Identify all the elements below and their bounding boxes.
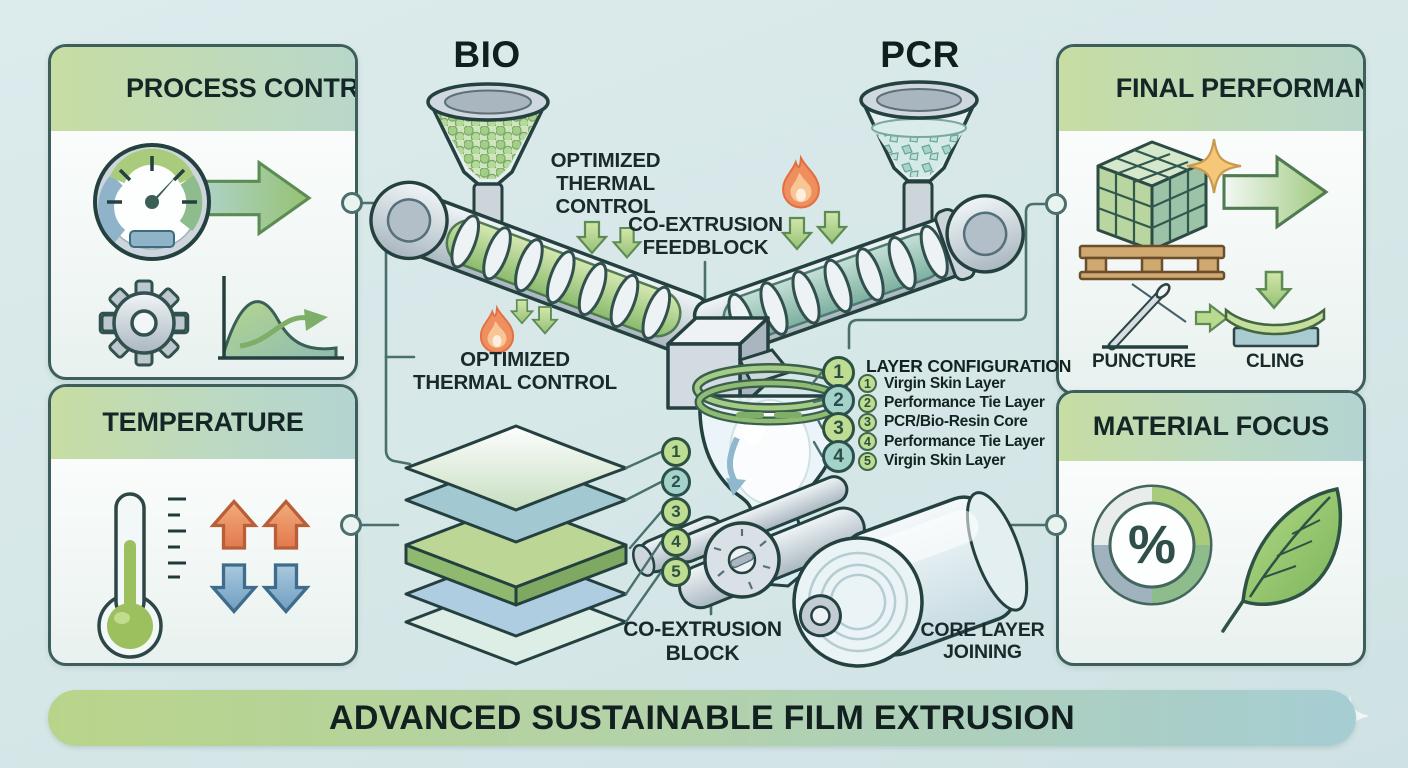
layer-number-badge: 2 bbox=[858, 393, 877, 413]
small-arrow-icon bbox=[1194, 302, 1229, 334]
wooden-pallet bbox=[1078, 244, 1226, 281]
film-roll bbox=[792, 491, 1029, 668]
speed-gauge-icon bbox=[93, 143, 311, 261]
stack-leader-lines bbox=[624, 370, 824, 624]
film-layer-stack bbox=[404, 424, 628, 666]
die-number-badge: 3 bbox=[822, 412, 855, 445]
thermal-control-left-label: OPTIMIZED THERMAL CONTROL bbox=[413, 348, 617, 394]
stack-number-badge: 4 bbox=[661, 527, 691, 557]
dial-marks bbox=[713, 529, 771, 590]
right-screw-flights bbox=[727, 224, 949, 348]
gauge-ticks bbox=[107, 156, 197, 204]
cling-film-icon bbox=[1224, 270, 1326, 348]
banner-sparkle-icon bbox=[1328, 694, 1392, 738]
die-number-badge: 4 bbox=[822, 440, 855, 473]
list-item: 5 Virgin Skin Layer bbox=[858, 451, 1045, 471]
list-item: 2 Performance Tie Layer bbox=[858, 393, 1045, 413]
panel-final-performance-title: FINAL PERFORMANCE bbox=[1059, 47, 1363, 131]
panel-process-control-title: PROCESS CONTROL bbox=[51, 47, 355, 131]
flame-icon-left bbox=[479, 306, 515, 354]
leaf-veins bbox=[1261, 519, 1321, 579]
puncture-label: PUNCTURE bbox=[1092, 351, 1196, 372]
thermometer-ticks bbox=[168, 497, 186, 579]
layer-label: Performance Tie Layer bbox=[884, 432, 1045, 450]
bio-hopper-label: BIO bbox=[453, 34, 521, 75]
layer-label: Performance Tie Layer bbox=[884, 394, 1045, 412]
percent-symbol: % bbox=[1127, 515, 1176, 575]
pcr-hopper-icon bbox=[859, 80, 979, 183]
footer-banner: ADVANCED SUSTAINABLE FILM EXTRUSION bbox=[48, 690, 1356, 746]
cling-label: CLING bbox=[1245, 351, 1305, 372]
flame-icon-right bbox=[782, 157, 820, 209]
thermometer-icon bbox=[97, 492, 186, 659]
layer-configuration-title: LAYER CONFIGURATION bbox=[866, 356, 1072, 376]
layer-label: Virgin Skin Layer bbox=[884, 452, 1006, 470]
gear-icon bbox=[98, 279, 190, 367]
bio-hopper-icon bbox=[426, 82, 550, 186]
pallet-load-icon bbox=[1078, 137, 1328, 281]
layer-number-badge: 5 bbox=[858, 451, 877, 471]
performance-arrow-icon bbox=[1222, 155, 1328, 229]
pcr-hopper-label: PCR bbox=[880, 34, 960, 75]
stack-number-badge: 2 bbox=[661, 467, 691, 497]
layer-number-badge: 1 bbox=[858, 374, 877, 394]
stack-number-badge: 3 bbox=[661, 497, 691, 527]
list-item: 3 PCR/Bio-Resin Core bbox=[858, 412, 1045, 432]
pallet-box-grid bbox=[1097, 148, 1207, 243]
layer-number-badge: 4 bbox=[858, 432, 877, 452]
temperature-down-arrows bbox=[211, 563, 309, 614]
coextrusion-block-label: CO-EXTRUSION BLOCK bbox=[623, 618, 782, 665]
layer-label: PCR/Bio-Resin Core bbox=[884, 413, 1028, 431]
layer-number-badge: 3 bbox=[858, 412, 877, 432]
process-curve-icon bbox=[218, 276, 344, 360]
feedblock-label: CO-EXTRUSION FEEDBLOCK bbox=[628, 213, 783, 259]
coextrusion-block-rollers bbox=[632, 475, 866, 610]
leaf-icon bbox=[1221, 486, 1343, 633]
puncture-needle-icon bbox=[1102, 283, 1188, 351]
list-item: 1 Virgin Skin Layer bbox=[858, 374, 1045, 394]
left-screw-flights bbox=[450, 214, 672, 340]
list-item: 4 Performance Tie Layer bbox=[858, 432, 1045, 452]
stack-number-badge: 1 bbox=[661, 437, 691, 467]
temperature-up-arrows bbox=[211, 499, 309, 550]
percent-ring-icon bbox=[1091, 484, 1213, 606]
layer-label: Virgin Skin Layer bbox=[884, 374, 1006, 392]
layer-configuration-list: 1 Virgin Skin Layer 2 Performance Tie La… bbox=[858, 374, 1045, 471]
banner-title: ADVANCED SUSTAINABLE FILM EXTRUSION bbox=[329, 698, 1075, 737]
thermal-control-top-label: OPTIMIZED THERMAL CONTROL bbox=[550, 149, 661, 218]
connector-nodes bbox=[340, 192, 1067, 536]
panel-material-focus-title: MATERIAL FOCUS bbox=[1059, 393, 1363, 461]
panel-temperature-title: TEMPERATURE bbox=[51, 387, 355, 459]
left-extruder-barrel bbox=[369, 180, 710, 356]
core-layer-joining-label: CORE LAYER JOINING bbox=[920, 619, 1045, 663]
stack-number-badge: 5 bbox=[661, 557, 691, 587]
